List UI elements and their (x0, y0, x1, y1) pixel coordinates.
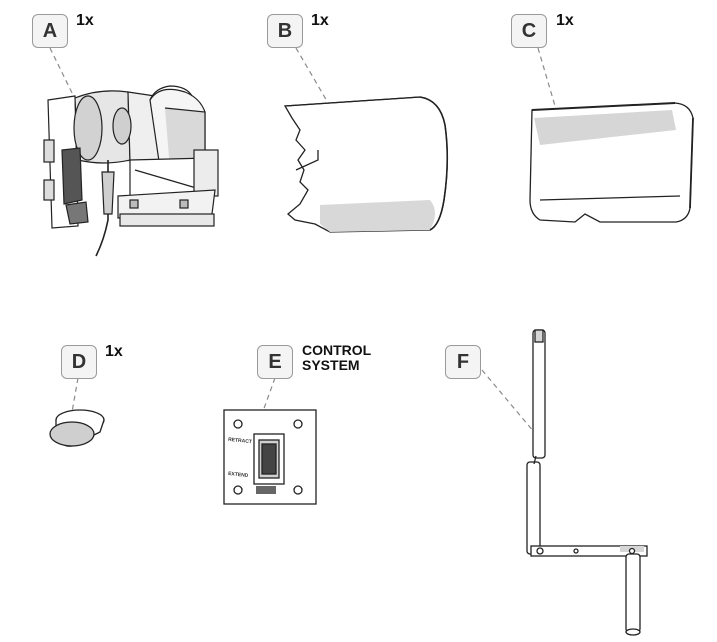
part-badge-c: C (511, 14, 547, 48)
part-label-e: CONTROL SYSTEM (302, 343, 371, 373)
part-badge-d: D (61, 345, 97, 379)
plug-cap-icon (49, 409, 105, 447)
part-qty-a: 1x (76, 12, 94, 29)
part-label-e-line1: CONTROL (302, 342, 372, 358)
motor-assembly-icon (43, 85, 219, 257)
part-badge-f: F (445, 345, 481, 379)
part-badge-a: A (32, 14, 68, 48)
part-qty-d: 1x (105, 343, 123, 360)
part-qty-b: 1x (311, 12, 329, 29)
crank-handle-icon (526, 329, 648, 636)
part-badge-e: E (257, 345, 293, 379)
end-cover-icon (529, 102, 694, 223)
part-label-e-line2: SYSTEM (302, 357, 360, 373)
part-badge-b: B (267, 14, 303, 48)
switch-plate-icon (223, 409, 317, 505)
motor-cover-icon (283, 96, 449, 233)
part-qty-c: 1x (556, 12, 574, 29)
